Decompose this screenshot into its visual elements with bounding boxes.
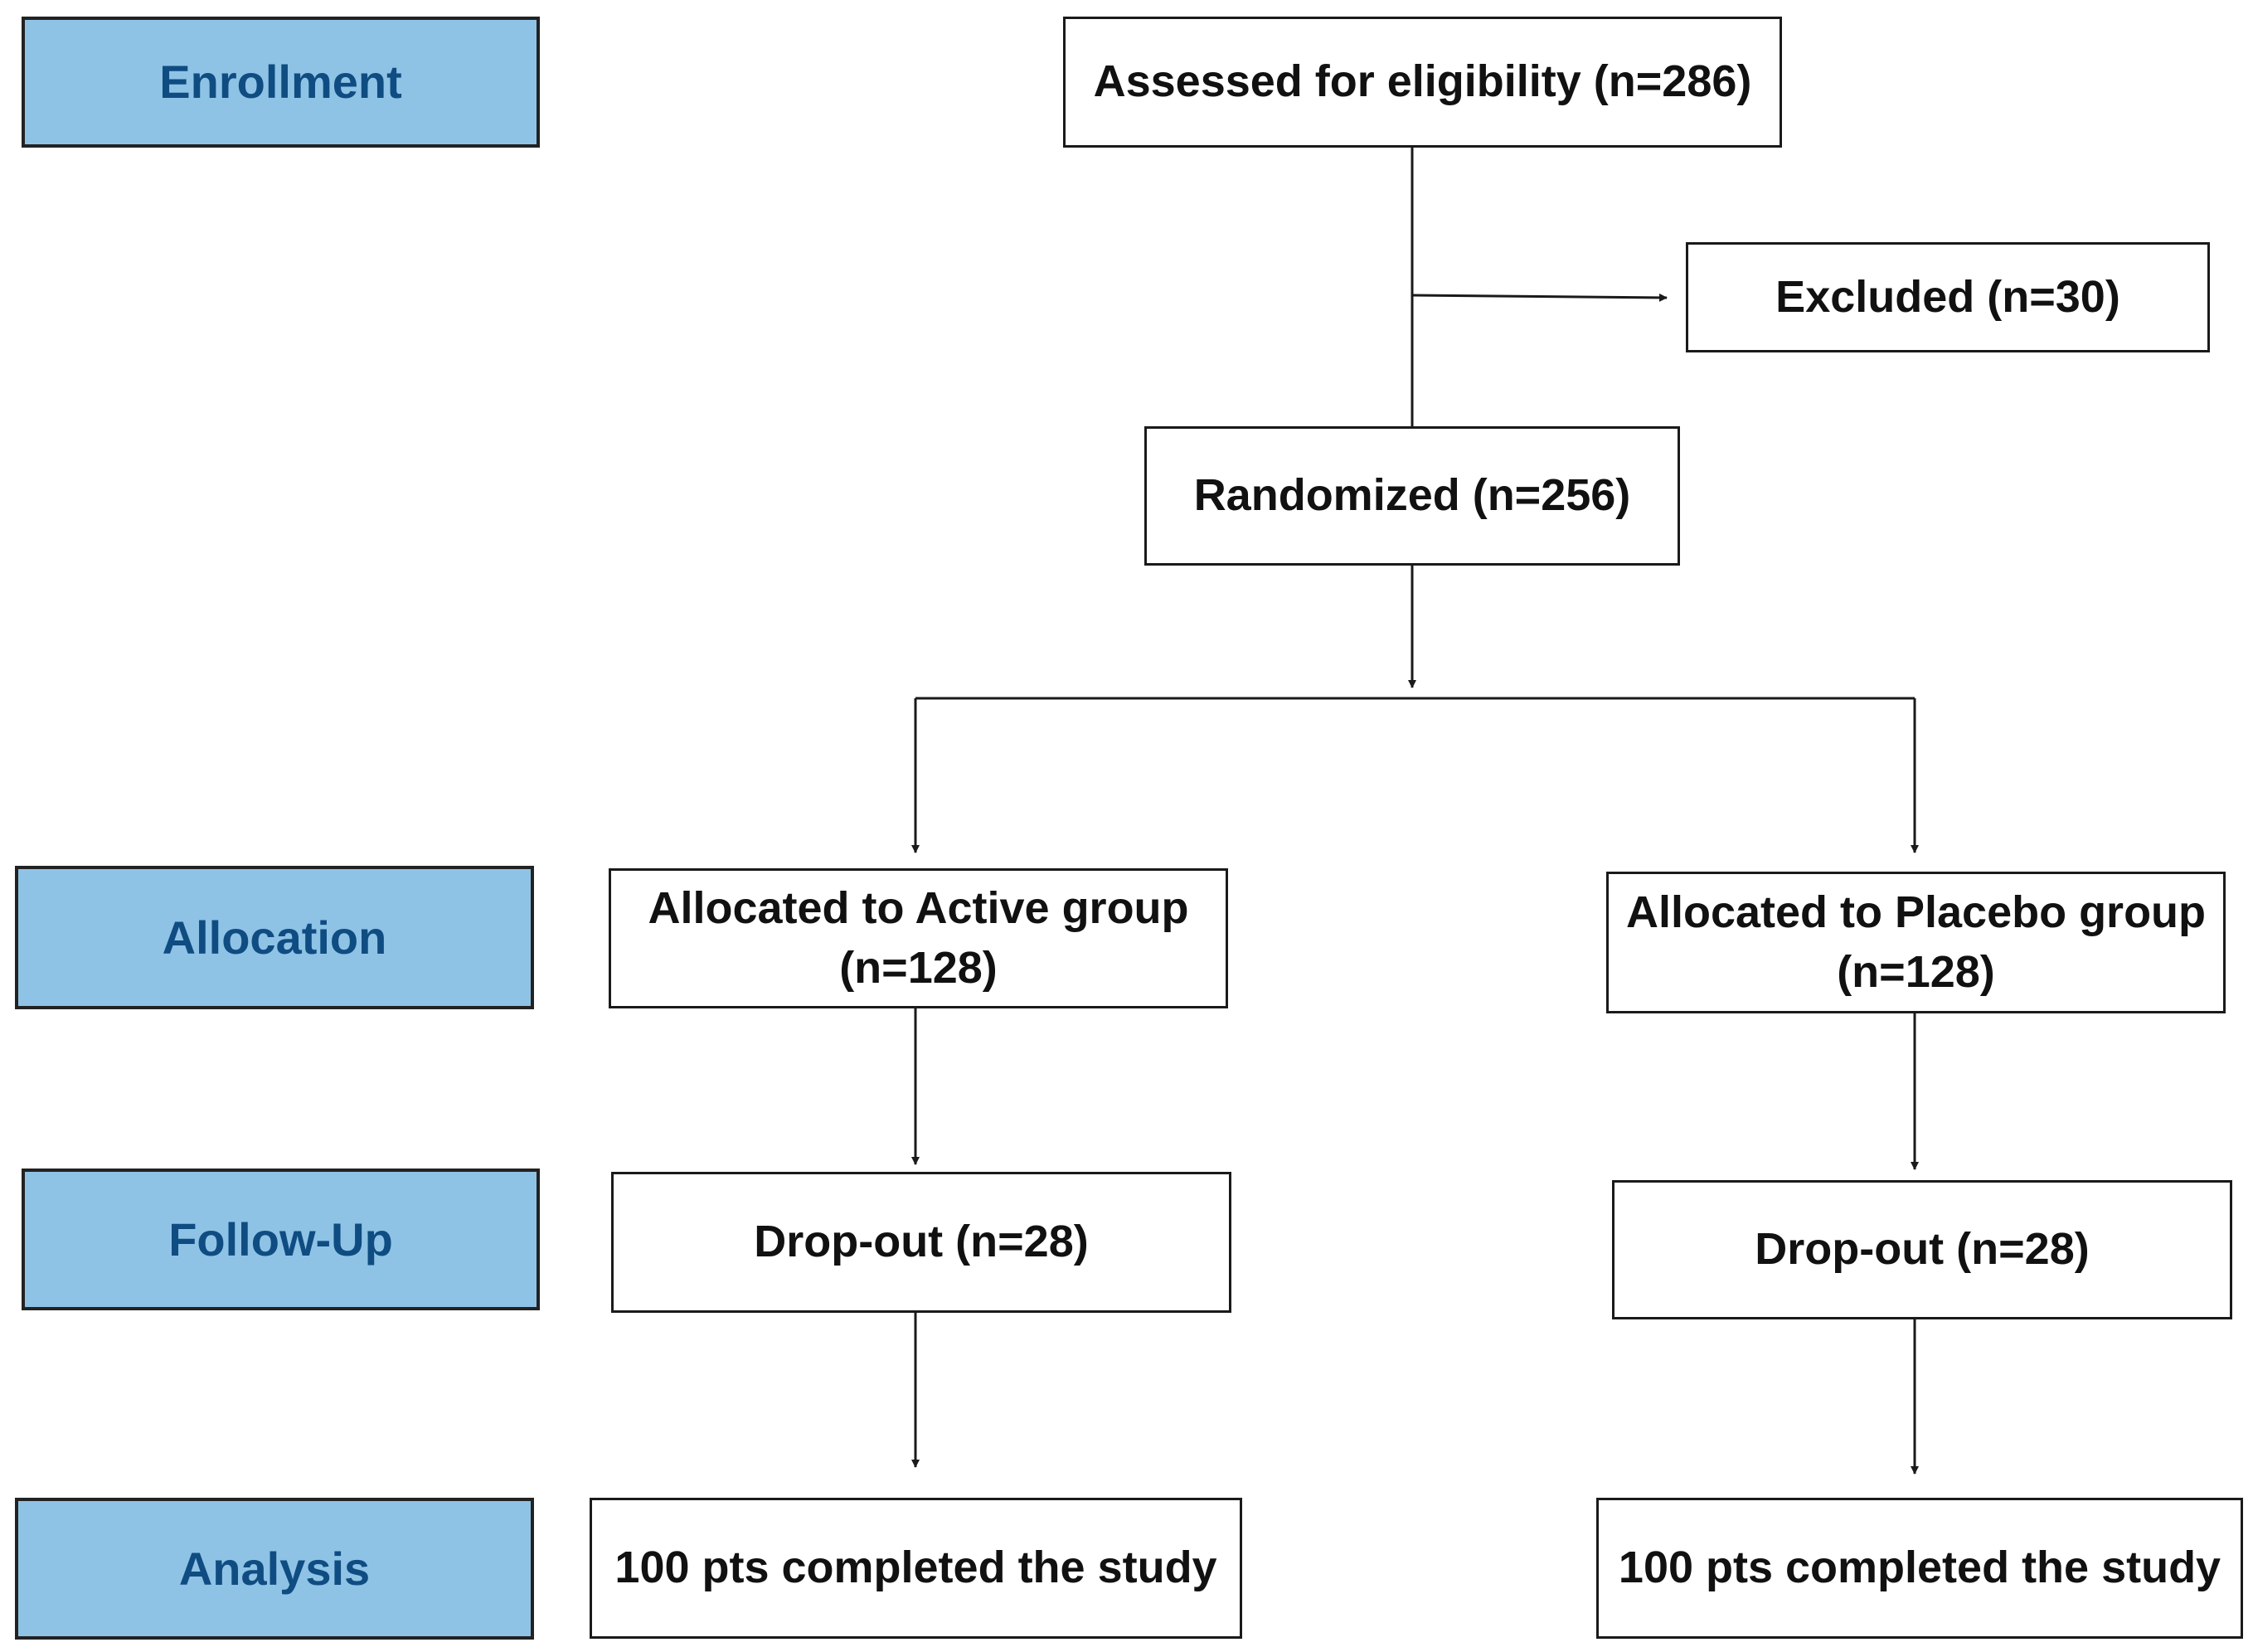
active-completed-text: 100 pts completed the study xyxy=(614,1543,1217,1593)
excluded-arrow xyxy=(1411,293,1668,302)
active-dropout-text: Drop-out (n=28) xyxy=(754,1217,1089,1267)
stage-enrollment-label: Enrollment xyxy=(159,56,402,109)
active-allocation-line2: (n=128) xyxy=(839,942,998,993)
stage-enrollment: Enrollment xyxy=(22,17,540,148)
placebo-allocation-box: Allocated to Placebo group (n=128) xyxy=(1606,872,2226,1013)
stage-analysis-label: Analysis xyxy=(178,1542,371,1595)
active-allocation-line1: Allocated to Active group xyxy=(648,883,1189,934)
placebo-completed-text: 100 pts completed the study xyxy=(1618,1543,2221,1593)
assessed-text: Assessed for eligibility (n=286) xyxy=(1093,56,1752,107)
stage-follow-up: Follow-Up xyxy=(22,1169,540,1310)
placebo-dropout-box: Drop-out (n=28) xyxy=(1612,1180,2232,1319)
placebo-allocation-line1: Allocated to Placebo group xyxy=(1625,887,2207,938)
placebo-completed-box: 100 pts completed the study xyxy=(1596,1498,2243,1639)
active-dropout-box: Drop-out (n=28) xyxy=(611,1172,1231,1313)
placebo-allocation-line2: (n=128) xyxy=(1837,946,1995,997)
randomized-box: Randomized (n=256) xyxy=(1144,426,1680,566)
active-allocation-box: Allocated to Active group (n=128) xyxy=(609,868,1228,1008)
stage-analysis: Analysis xyxy=(15,1498,534,1640)
randomized-text: Randomized (n=256) xyxy=(1193,470,1631,521)
active-completed-box: 100 pts completed the study xyxy=(590,1498,1242,1639)
excluded-text: Excluded (n=30) xyxy=(1775,271,2120,322)
stage-follow-up-label: Follow-Up xyxy=(168,1212,393,1266)
excluded-box: Excluded (n=30) xyxy=(1686,242,2210,352)
placebo-dropout-text: Drop-out (n=28) xyxy=(1755,1224,2090,1275)
assessed-box: Assessed for eligibility (n=286) xyxy=(1063,17,1782,148)
stage-allocation-label: Allocation xyxy=(162,911,387,964)
stage-allocation: Allocation xyxy=(15,866,534,1009)
